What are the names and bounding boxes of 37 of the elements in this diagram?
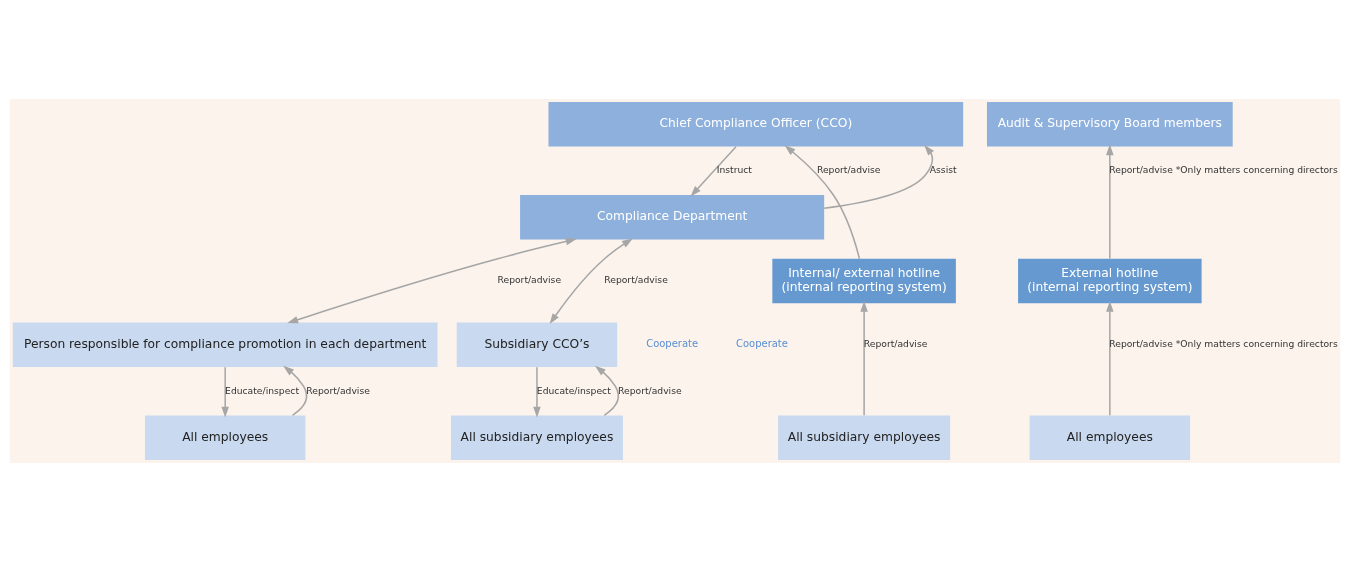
edge-label: Report/advise [863, 338, 928, 350]
arrow [860, 301, 868, 417]
edge-label: Report/advise [306, 384, 370, 396]
node-box: Audit & Supervisory Board members [986, 102, 1233, 147]
edge-label: Report/advise [618, 384, 682, 396]
node-box: All employees [1029, 415, 1191, 460]
node-box: Compliance Department [520, 195, 825, 240]
arrow [221, 366, 229, 418]
node-box: Subsidiary CCO’s [456, 322, 618, 367]
node-box: Internal/ external hotline (internal reporting system) [772, 258, 956, 304]
edge-label: Educate/inspect [536, 384, 611, 396]
arrow [1106, 301, 1114, 417]
edge-label: Report/advise [497, 274, 562, 286]
edge-label: Assist [929, 164, 957, 176]
label: Cooperate [646, 338, 699, 350]
edge-label: Report/advise [604, 274, 668, 286]
arrow [287, 237, 577, 324]
arrow [283, 365, 308, 417]
node-box: Chief Compliance Officer (CCO) [548, 102, 964, 147]
arrow [549, 238, 633, 325]
edge-label: Educate/inspect [225, 384, 300, 396]
arrow [784, 145, 861, 260]
edge-label: Report/advise *Only matters concerning directors [1109, 164, 1338, 176]
edge-label: Report/advise *Only matters concerning directors [1109, 338, 1338, 350]
arrow [1106, 144, 1114, 260]
edge-label: Instruct [716, 164, 752, 176]
node-box: All subsidiary employees [778, 415, 951, 460]
edge-label: Report/advise [816, 164, 881, 176]
arrow [690, 146, 737, 197]
node-box: Person responsible for compliance promotion in each department [12, 322, 438, 367]
arrow [594, 365, 620, 417]
arrow [533, 366, 541, 418]
node-box: All subsidiary employees [450, 415, 623, 460]
arrow [823, 144, 934, 210]
label: Cooperate [736, 338, 788, 350]
node-box: External hotline (internal reporting system) [1018, 258, 1202, 304]
node-box: All employees [144, 415, 306, 460]
